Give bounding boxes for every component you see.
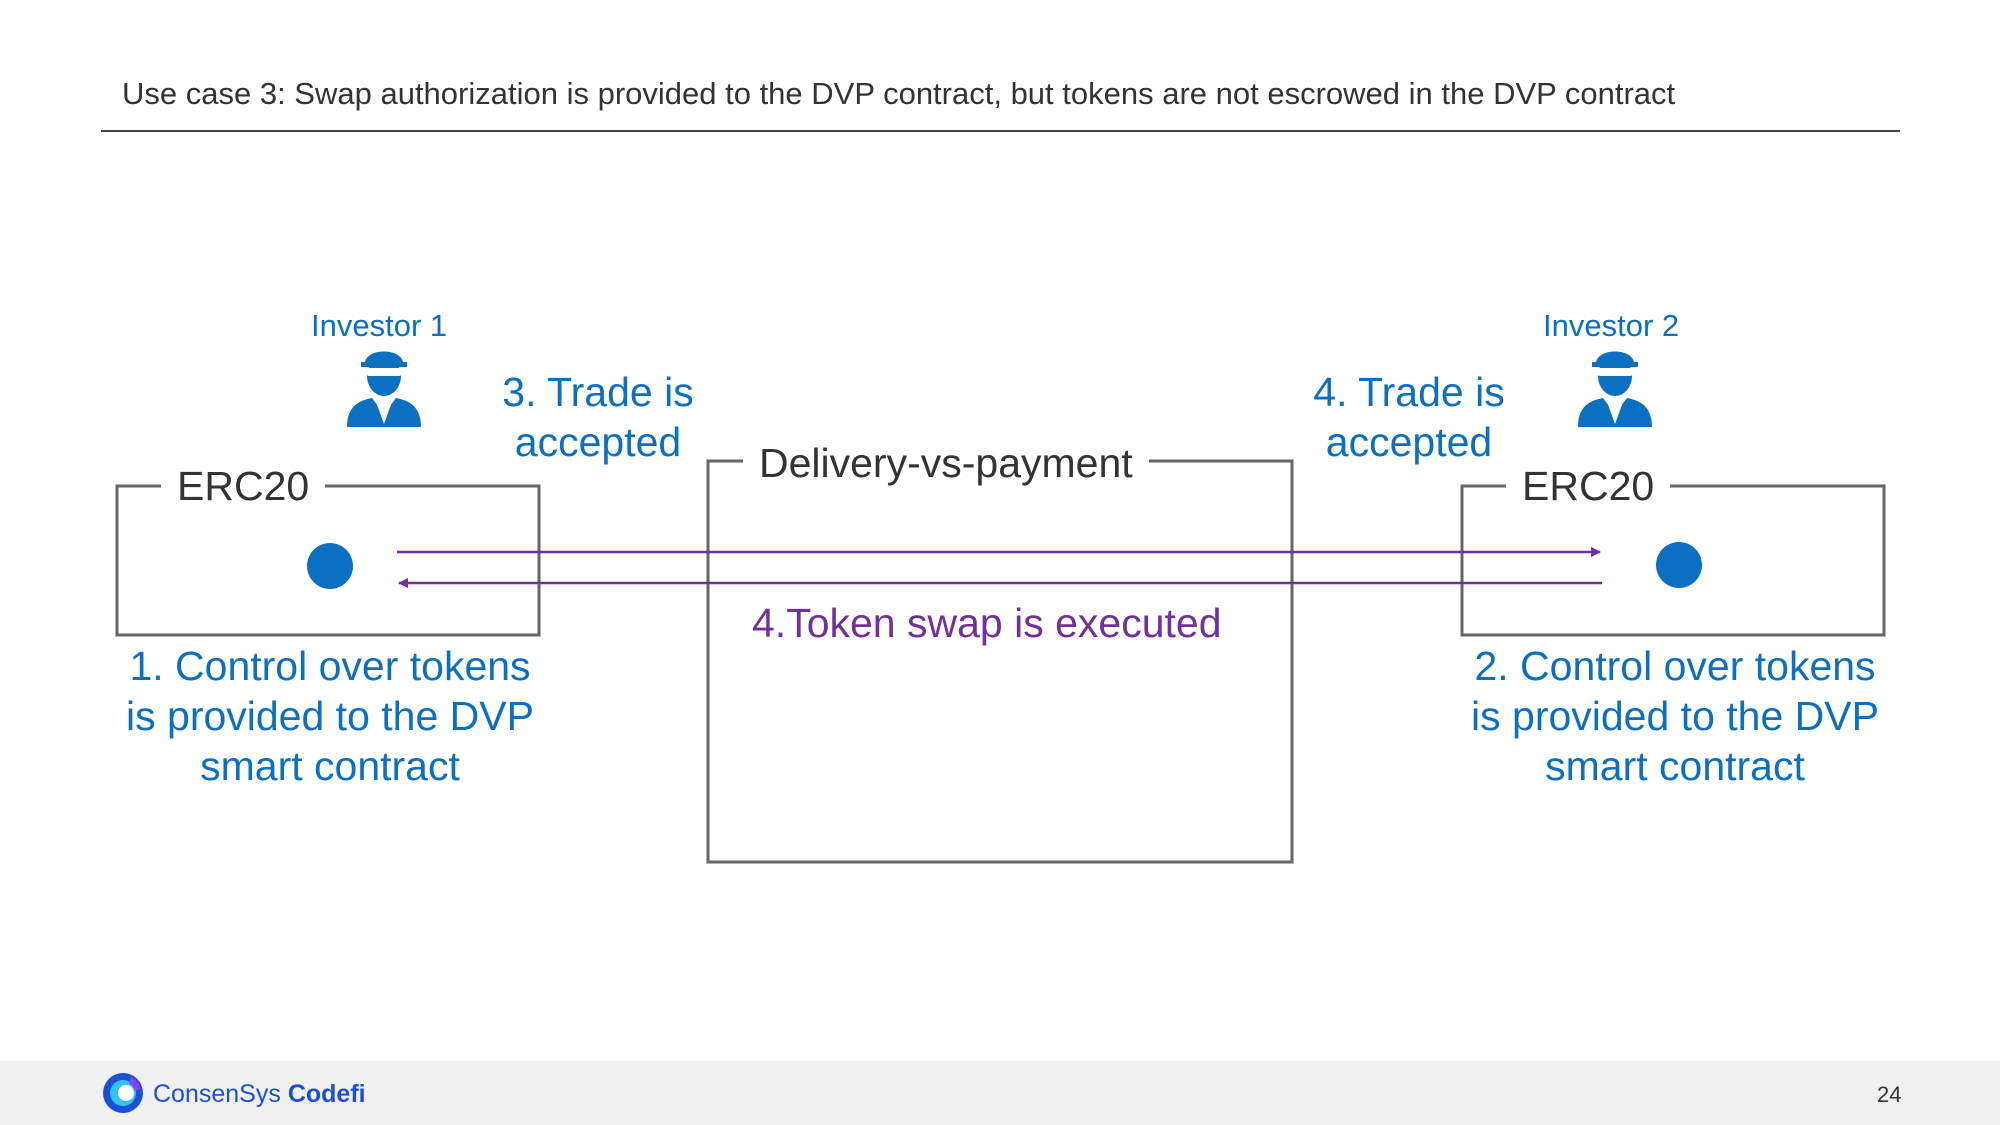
investor-1-label: Investor 1 xyxy=(311,308,448,343)
step-2-line-3: smart contract xyxy=(1545,743,1805,789)
footer-bar xyxy=(0,1061,2000,1125)
step-2-text: 2. Control over tokens is provided to th… xyxy=(1445,641,1905,791)
investor-2-label: Investor 2 xyxy=(1543,308,1680,343)
step-3-line-2: accepted xyxy=(514,419,682,465)
step-1-line-2: is provided to the DVP xyxy=(126,693,534,739)
brand-prefix: ConsenSys xyxy=(153,1080,281,1108)
page-number: 24 xyxy=(1877,1082,1902,1107)
brand-name: ConsenSys Codefi xyxy=(153,1080,366,1109)
left-erc20-label: ERC20 xyxy=(161,463,326,510)
right-erc20-label: ERC20 xyxy=(1506,463,1671,510)
token-swap-text: 4.Token swap is executed xyxy=(752,600,1222,646)
step-3-line-1: 3. Trade is xyxy=(502,369,694,415)
step-4-line-2: accepted xyxy=(1325,419,1493,465)
step-1-text: 1. Control over tokens is provided to th… xyxy=(100,641,560,791)
right-token-dot xyxy=(1656,542,1702,588)
dvp-label: Delivery-vs-payment xyxy=(743,440,1149,487)
step-1-line-1: 1. Control over tokens xyxy=(129,643,531,689)
investor-icon xyxy=(347,351,421,427)
right-erc20-box xyxy=(1460,484,1886,637)
step-2-line-1: 2. Control over tokens xyxy=(1474,643,1876,689)
step-4-line-1: 4. Trade is xyxy=(1313,369,1505,415)
title-divider xyxy=(101,130,1900,132)
step-2-line-2: is provided to the DVP xyxy=(1471,693,1879,739)
left-token-dot xyxy=(307,543,353,589)
codefi-logo-icon xyxy=(103,1073,143,1113)
slide-title: Use case 3: Swap authorization is provid… xyxy=(122,76,1676,111)
investor-icon xyxy=(1578,351,1652,427)
brand-suffix: Codefi xyxy=(287,1080,366,1108)
left-erc20-box xyxy=(115,484,541,637)
step-1-line-3: smart contract xyxy=(200,743,460,789)
step-3-text: 3. Trade is accepted xyxy=(478,367,718,467)
step-4-text: 4. Trade is accepted xyxy=(1289,367,1529,467)
dvp-box xyxy=(706,459,1294,864)
